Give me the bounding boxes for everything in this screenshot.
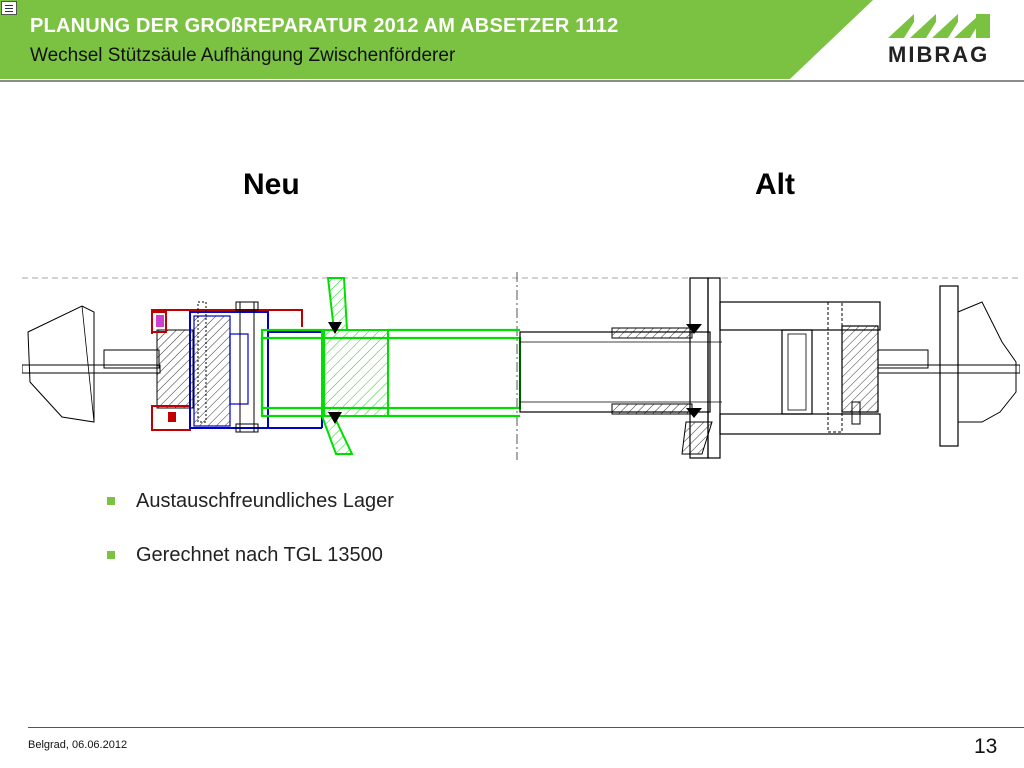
footer-date: Belgrad, 06.06.2012 (28, 739, 128, 751)
label-new: Neu (243, 168, 300, 201)
slide-title: PLANUNG DER GROßREPARATUR 2012 AM ABSETZ… (30, 15, 619, 37)
bullet-text: Austauschfreundliches Lager (136, 490, 394, 512)
label-old: Alt (755, 168, 795, 201)
mibrag-logo-icon (888, 14, 990, 38)
header-band (0, 0, 1024, 84)
note-icon[interactable] (1, 1, 17, 15)
technical-drawing (22, 272, 1020, 460)
list-item: Gerechnet nach TGL 13500 (104, 544, 394, 572)
list-item: Austauschfreundliches Lager (104, 490, 394, 518)
slide-subtitle: Wechsel Stützsäule Aufhängung Zwischenfö… (30, 45, 456, 66)
logo-wordmark: MIBRAG (888, 42, 990, 67)
bullet-list: Austauschfreundliches Lager Gerechnet na… (104, 490, 394, 598)
bullet-text: Gerechnet nach TGL 13500 (136, 544, 383, 566)
bullet-icon (107, 551, 115, 559)
footer-divider (28, 727, 1024, 728)
bullet-icon (107, 497, 115, 505)
page-number: 13 (974, 735, 998, 758)
header-background (0, 0, 1024, 82)
